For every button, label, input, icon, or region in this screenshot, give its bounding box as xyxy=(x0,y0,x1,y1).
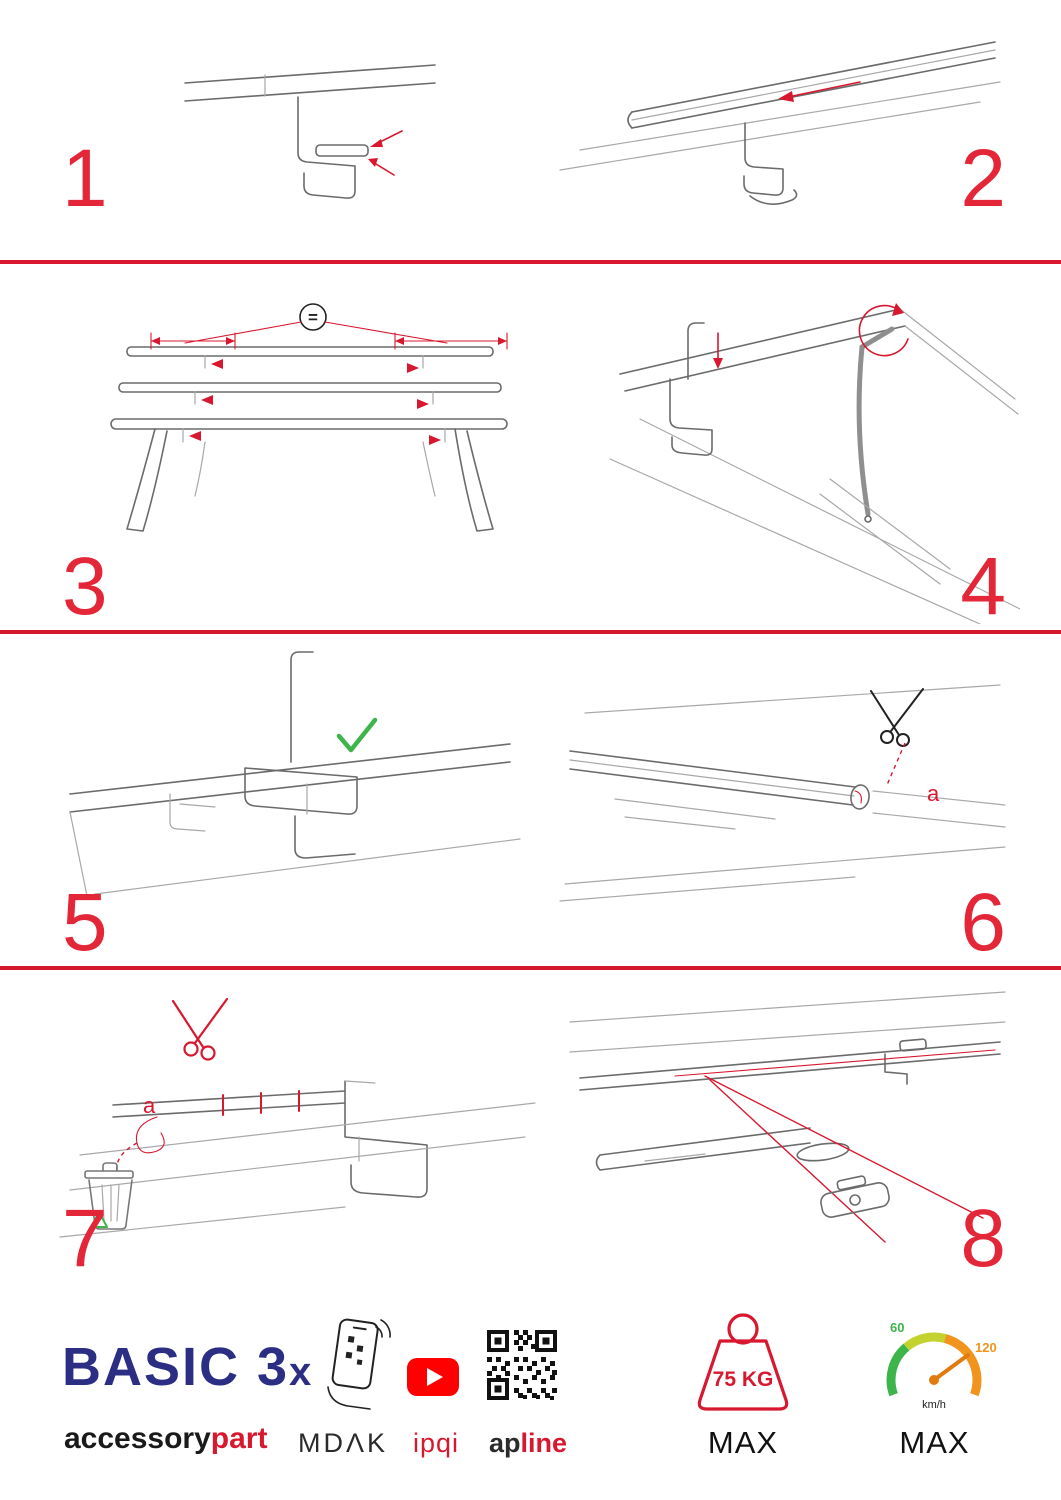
step-8-drawing xyxy=(569,991,1006,1243)
step-7-drawing: a xyxy=(59,997,536,1238)
logo-apline: apline xyxy=(489,1428,567,1459)
rotation-arrow xyxy=(858,303,909,357)
speed-unit-label: km/h xyxy=(922,1399,946,1411)
step-1-number: 1 xyxy=(62,133,108,224)
insert-down-arrow xyxy=(713,332,723,369)
cut-off-piece xyxy=(135,1116,165,1154)
qr-code-icon xyxy=(487,1330,557,1400)
adjustment-arrows xyxy=(189,359,441,445)
scissors-icon xyxy=(870,688,924,747)
separator xyxy=(0,966,1061,970)
footer: BASIC 3x accessorypart MDΛK ipqi xyxy=(0,1300,1061,1500)
logo-apline-red: line xyxy=(520,1428,568,1458)
max-speed-label: MAX xyxy=(899,1425,970,1460)
max-weight-value: 75 KG xyxy=(713,1368,774,1391)
step-6-number: 6 xyxy=(960,877,1006,968)
speed-high-label: 120 xyxy=(975,1340,997,1355)
cut-label: a xyxy=(143,1093,156,1118)
speedometer-icon: 60 120 km/h xyxy=(886,1320,997,1411)
step-4-number: 4 xyxy=(960,541,1006,632)
logo-apline-black: ap xyxy=(489,1428,521,1458)
product-name-main: BASIC 3 xyxy=(62,1337,290,1397)
cut-label: a xyxy=(927,781,940,806)
step-5-drawing xyxy=(69,651,521,897)
cut-marks xyxy=(222,1090,300,1116)
step-5-number: 5 xyxy=(62,877,108,968)
brand-logo: accessorypart xyxy=(64,1422,267,1456)
logo-mdak: MDΛK xyxy=(298,1428,389,1458)
checkmark-icon xyxy=(336,717,378,753)
step-8-number: 8 xyxy=(960,1193,1006,1284)
product-name: BASIC 3x xyxy=(62,1336,313,1398)
slide-direction-arrow xyxy=(778,81,861,102)
row-steps-5-6: 5 a 6 xyxy=(0,634,1061,966)
youtube-icon xyxy=(407,1358,459,1396)
scissors-icon xyxy=(171,997,229,1061)
speedometer-needle xyxy=(932,1353,970,1382)
phone-scan-icon xyxy=(327,1318,391,1410)
t-adapter-part xyxy=(820,1175,890,1218)
step-6-drawing: a xyxy=(559,684,1006,902)
detail-callout-lines xyxy=(704,1075,984,1243)
brand-logo-black: accessory xyxy=(64,1422,211,1455)
brand-logo-red: part xyxy=(210,1422,268,1455)
logo-ipqi: ipqi xyxy=(413,1428,460,1458)
allen-key-icon xyxy=(859,326,895,350)
equal-spacing-badge xyxy=(299,303,327,331)
step-3-number: 3 xyxy=(62,541,108,632)
step-7-number: 7 xyxy=(62,1193,108,1284)
step-3-drawing: = xyxy=(110,303,508,532)
step-2-number: 2 xyxy=(960,133,1006,224)
row-steps-3-4: = 3 xyxy=(0,264,1061,630)
row-steps-1-2: 1 2 xyxy=(0,0,1061,260)
insert-direction-arrow xyxy=(368,130,403,176)
step-2-drawing xyxy=(559,41,1001,205)
max-weight-icon: 75 KG xyxy=(697,1313,789,1411)
product-name-suffix: x xyxy=(289,1350,314,1394)
row-steps-7-8: a 7 xyxy=(0,970,1061,1300)
max-weight-label: MAX xyxy=(707,1425,779,1460)
separator xyxy=(0,260,1061,264)
speed-low-label: 60 xyxy=(890,1320,904,1335)
step-4-drawing xyxy=(609,303,1020,624)
recycle-icon xyxy=(90,1211,108,1228)
equal-sign: = xyxy=(308,308,318,327)
step-1-drawing xyxy=(184,64,436,199)
dimension-arrows xyxy=(150,332,508,350)
separator xyxy=(0,630,1061,634)
cut-line xyxy=(886,742,906,786)
